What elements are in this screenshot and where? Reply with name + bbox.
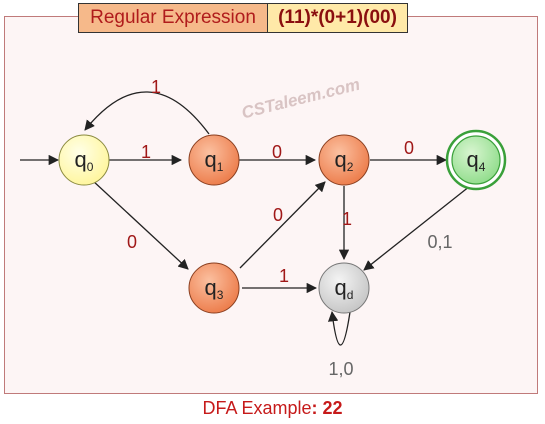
edge-label-q2-qd: 1 bbox=[342, 209, 352, 229]
regex-header: Regular Expression (11)*(0+1)(00) bbox=[78, 3, 408, 33]
svg-text:qd: qd bbox=[335, 275, 354, 302]
state-label-qd: q bbox=[335, 275, 347, 300]
edge-label-q1-q0: 1 bbox=[151, 77, 161, 97]
regex-expression: (11)*(0+1)(00) bbox=[268, 4, 407, 32]
state-label-q1: q bbox=[205, 147, 217, 172]
edge-label-q0-q3: 0 bbox=[127, 232, 137, 252]
svg-text:q4: q4 bbox=[467, 147, 486, 174]
caption-number: 22 bbox=[322, 398, 343, 418]
edge-label-q2-q4: 0 bbox=[404, 138, 414, 158]
watermark: CSTaleem.com bbox=[240, 75, 362, 123]
state-label-q4: q bbox=[467, 147, 479, 172]
state-label-q0: q bbox=[75, 147, 87, 172]
svg-text:q0: q0 bbox=[75, 147, 94, 174]
edge-label-q3-qd: 1 bbox=[279, 266, 289, 286]
state-sub-q3: 3 bbox=[217, 288, 224, 302]
state-q4: q4 bbox=[445, 129, 507, 191]
state-sub-q0: 0 bbox=[87, 160, 94, 174]
edge-label-q4-qd: 0,1 bbox=[427, 232, 452, 252]
state-q3: q3 bbox=[188, 262, 240, 314]
caption-prefix: DFA Example bbox=[202, 398, 312, 418]
state-q1: q1 bbox=[188, 134, 240, 186]
state-sub-qd: d bbox=[347, 288, 354, 302]
state-q0: q0 bbox=[58, 134, 110, 186]
svg-text:q1: q1 bbox=[205, 147, 224, 174]
edge-q1-q0 bbox=[84, 91, 210, 135]
edge-label-qd-qd: 1,0 bbox=[328, 359, 353, 379]
state-qd: qd bbox=[318, 262, 370, 314]
svg-text:q2: q2 bbox=[335, 147, 354, 174]
edge-label-q0-q1: 1 bbox=[141, 142, 151, 162]
edge-q0-q3 bbox=[91, 179, 189, 270]
diagram-caption: DFA Example: 22 bbox=[202, 398, 343, 418]
state-label-q3: q bbox=[205, 275, 217, 300]
diagram-frame bbox=[4, 16, 538, 394]
state-sub-q4: 4 bbox=[479, 160, 486, 174]
edge-q4-qd bbox=[363, 185, 471, 271]
state-label-q2: q bbox=[335, 147, 347, 172]
edge-q3-q2 bbox=[239, 181, 326, 269]
state-sub-q2: 2 bbox=[347, 160, 354, 174]
state-sub-q1: 1 bbox=[217, 160, 224, 174]
svg-text:q3: q3 bbox=[205, 275, 224, 302]
edge-label-q3-q2: 0 bbox=[273, 205, 283, 225]
regex-header-label: Regular Expression bbox=[79, 4, 268, 32]
state-q2: q2 bbox=[318, 134, 370, 186]
edge-label-q1-q2: 0 bbox=[272, 142, 282, 162]
edge-qd-qd bbox=[327, 310, 351, 346]
